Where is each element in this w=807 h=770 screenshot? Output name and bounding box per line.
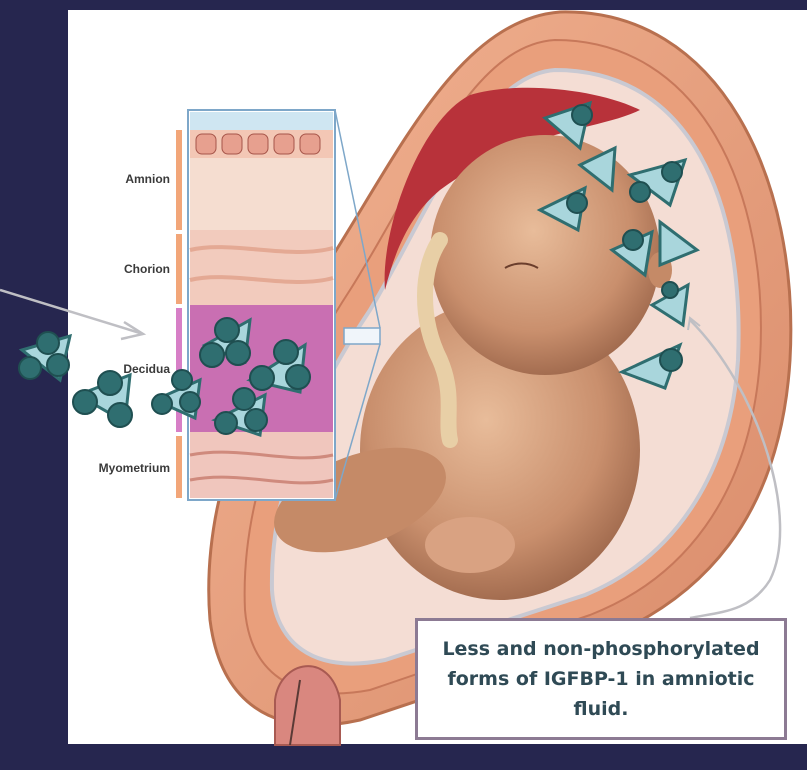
cervix <box>275 666 340 745</box>
myometrium-bracket <box>176 436 182 498</box>
label-chorion: Chorion <box>72 262 170 276</box>
callout-text: Less and non-phosphorylated forms of IGF… <box>438 634 764 724</box>
fetus-foot <box>425 517 515 573</box>
label-decidua: Decidua <box>72 362 170 376</box>
label-amnion: Amnion <box>72 172 170 186</box>
label-myometrium: Myometrium <box>72 461 170 475</box>
phosphorylated-igfbp1-cluster-2 <box>73 371 132 427</box>
phosphorylated-igfbp1-cluster-1 <box>19 332 70 380</box>
magnified-region-marker <box>344 328 380 344</box>
chorion-bracket <box>176 234 182 304</box>
left-arrow-line <box>0 290 140 333</box>
amnion-bracket <box>176 130 182 230</box>
callout-box: Less and non-phosphorylated forms of IGF… <box>415 618 787 740</box>
tissue-layers-inset <box>188 110 335 500</box>
